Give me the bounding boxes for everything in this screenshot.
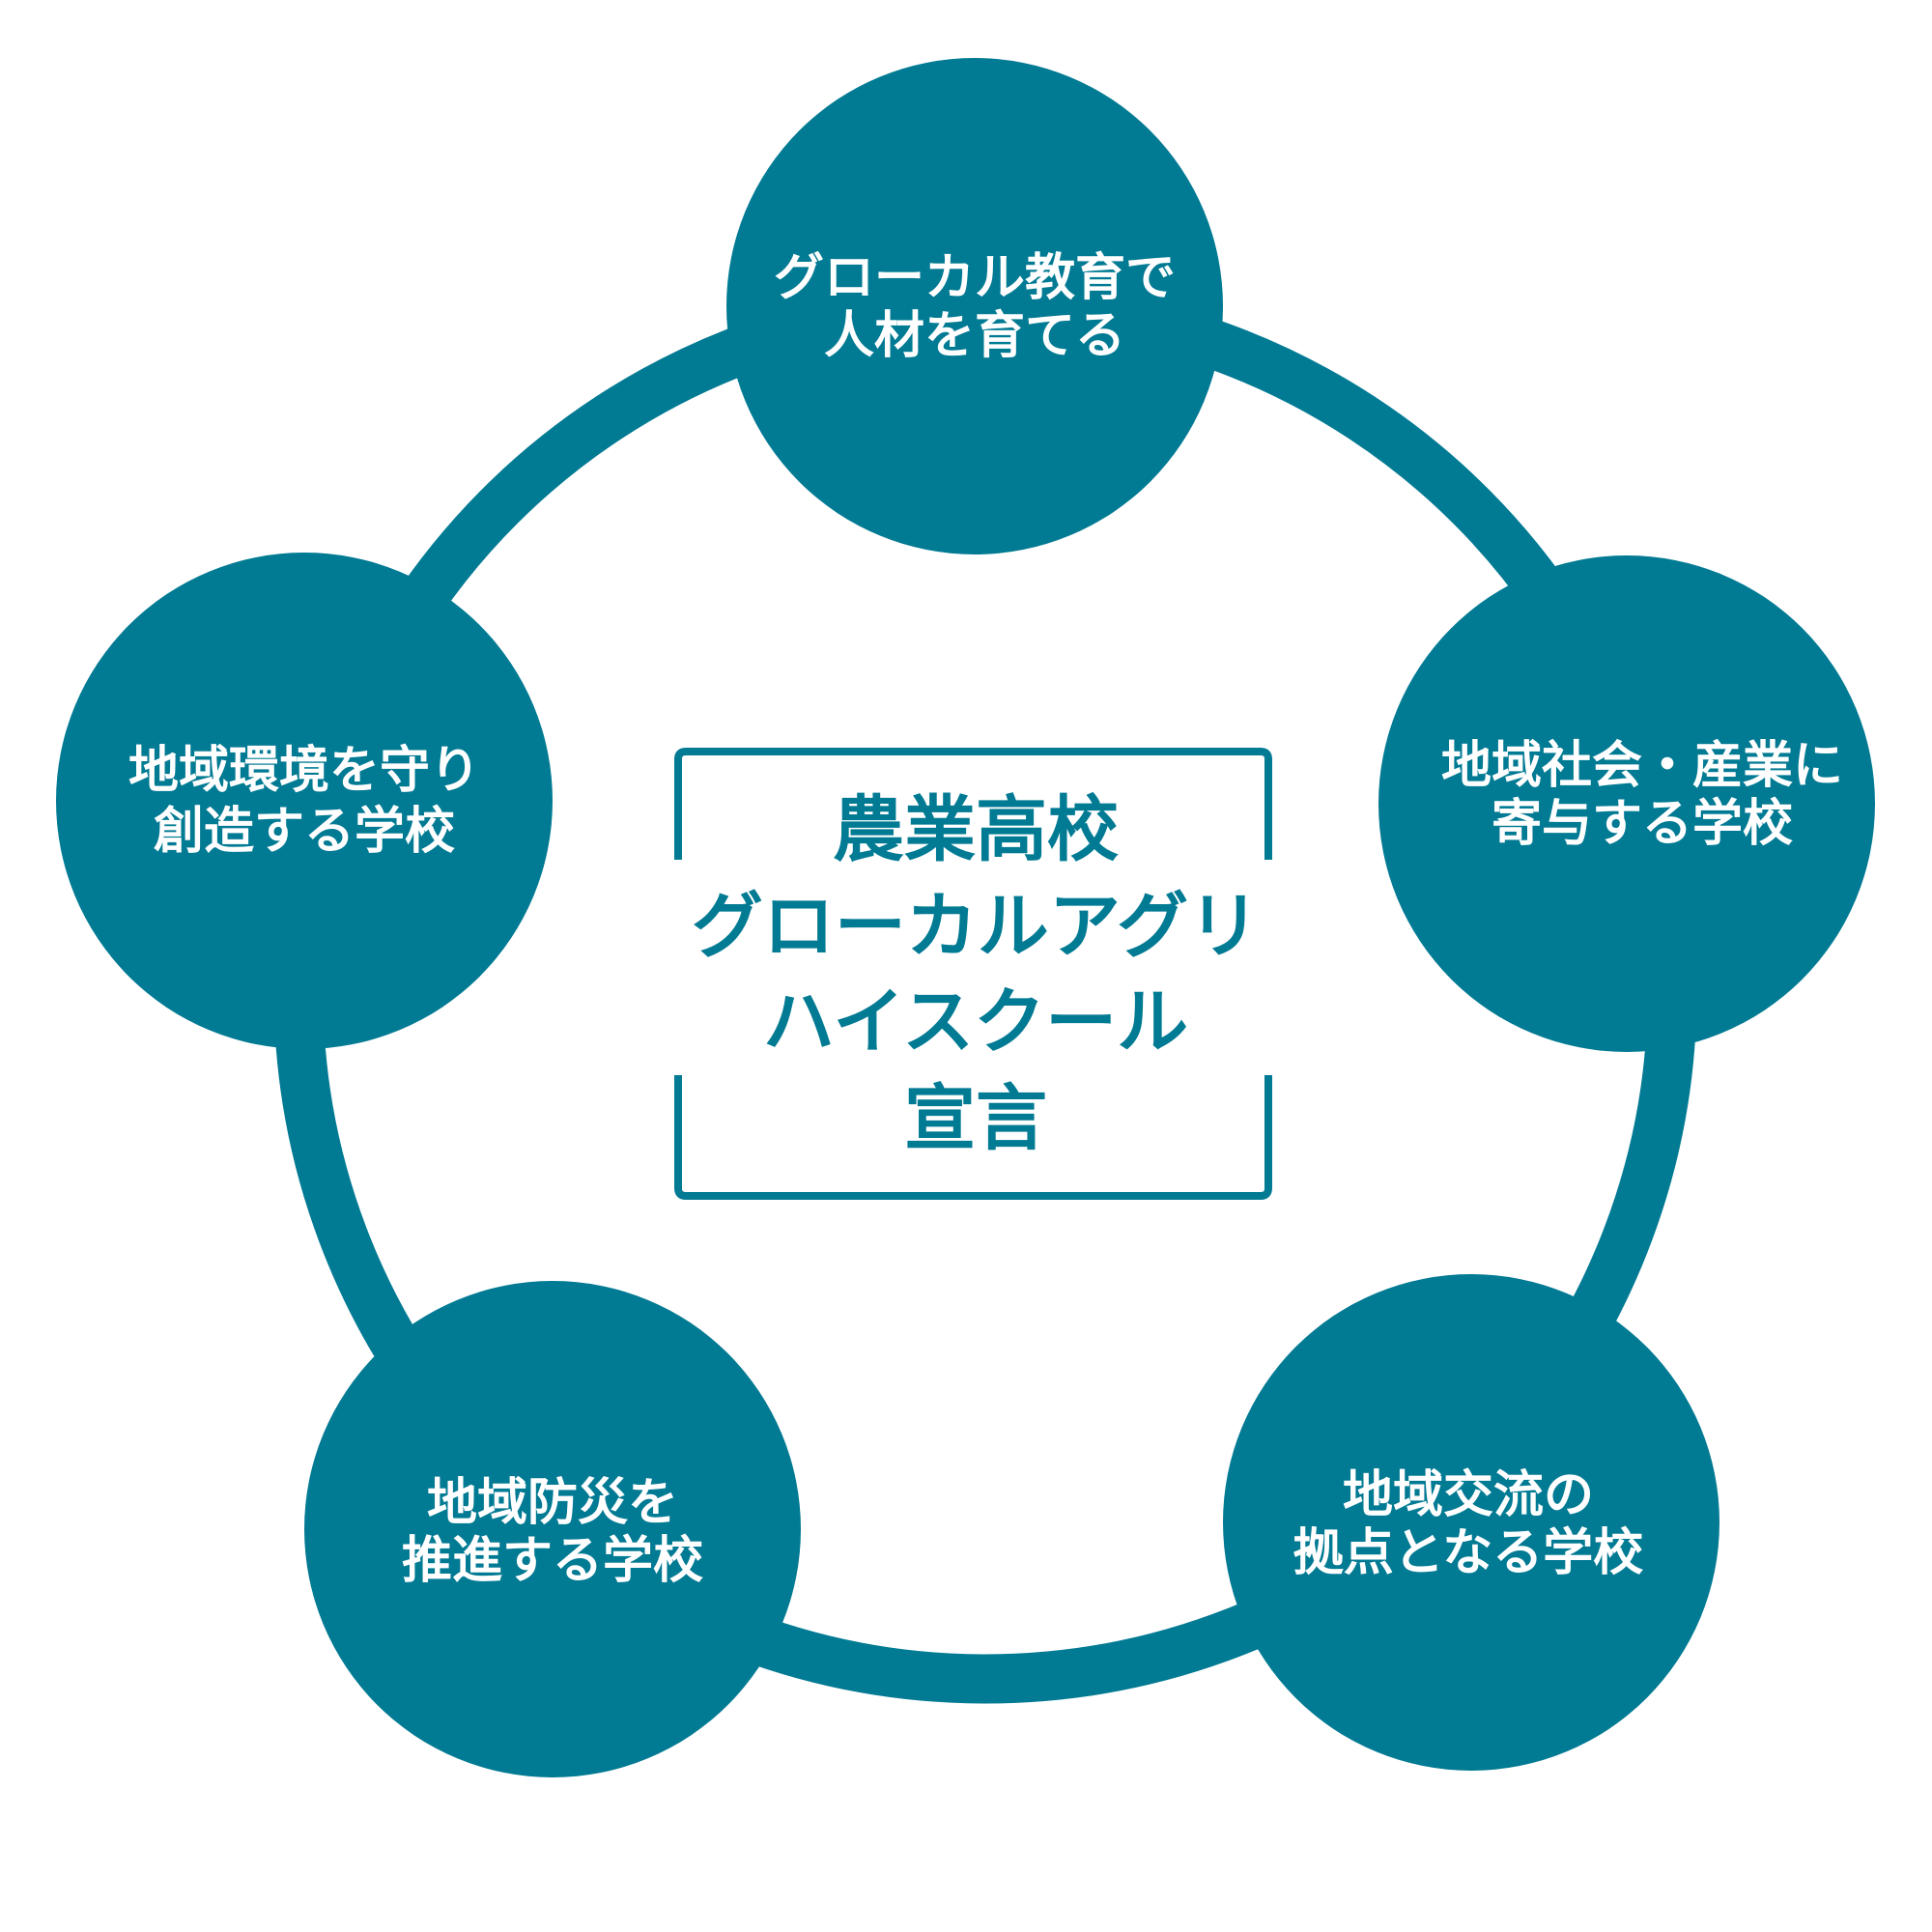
node-circle [304,1281,801,1777]
center-title-line-2: グローカルアグリ [692,885,1260,968]
center-box-frame-top [674,748,1272,860]
node-label-line-1: 地域環境を守り [128,742,480,800]
node-label-line-2: 寄与する学校 [1492,795,1793,853]
center-title-line-4: 宣言 [904,1077,1047,1160]
node-regional-exchange: 地域交流の 拠点となる学校 [1223,1274,1719,1771]
node-disaster-prevention: 地域防災を 推進する学校 [304,1281,801,1777]
node-circle [1378,555,1875,1052]
node-label-line-2: 拠点となる学校 [1293,1524,1643,1582]
node-label-line-1: 地域交流の [1343,1466,1594,1524]
node-label-line-2: 人材を育てる [824,307,1125,365]
node-label-line-1: グローカル教育で [774,249,1176,307]
node-circle [56,553,553,1049]
node-circle [1223,1274,1719,1771]
center-title-line-1: 農業高校 [833,788,1119,871]
node-glocal-education: グローカル教育で 人材を育てる [726,58,1223,554]
node-label-line-2: 推進する学校 [402,1532,703,1590]
center-box-frame-bottom [674,1075,1272,1200]
center-title-line-3: ハイスクール [763,980,1188,1064]
center-box: 農業高校 グローカルアグリ ハイスクール 宣言 [674,748,1272,1200]
node-regional-industry: 地域社会・産業に 寄与する学校 [1378,555,1875,1052]
node-circle [726,58,1223,554]
node-environment: 地域環境を守り 創造する学校 [56,553,553,1049]
node-label-line-1: 地域防災を [427,1474,678,1532]
node-label-line-1: 地域社会・産業に [1441,737,1843,795]
node-label-line-2: 創造する学校 [154,803,455,861]
